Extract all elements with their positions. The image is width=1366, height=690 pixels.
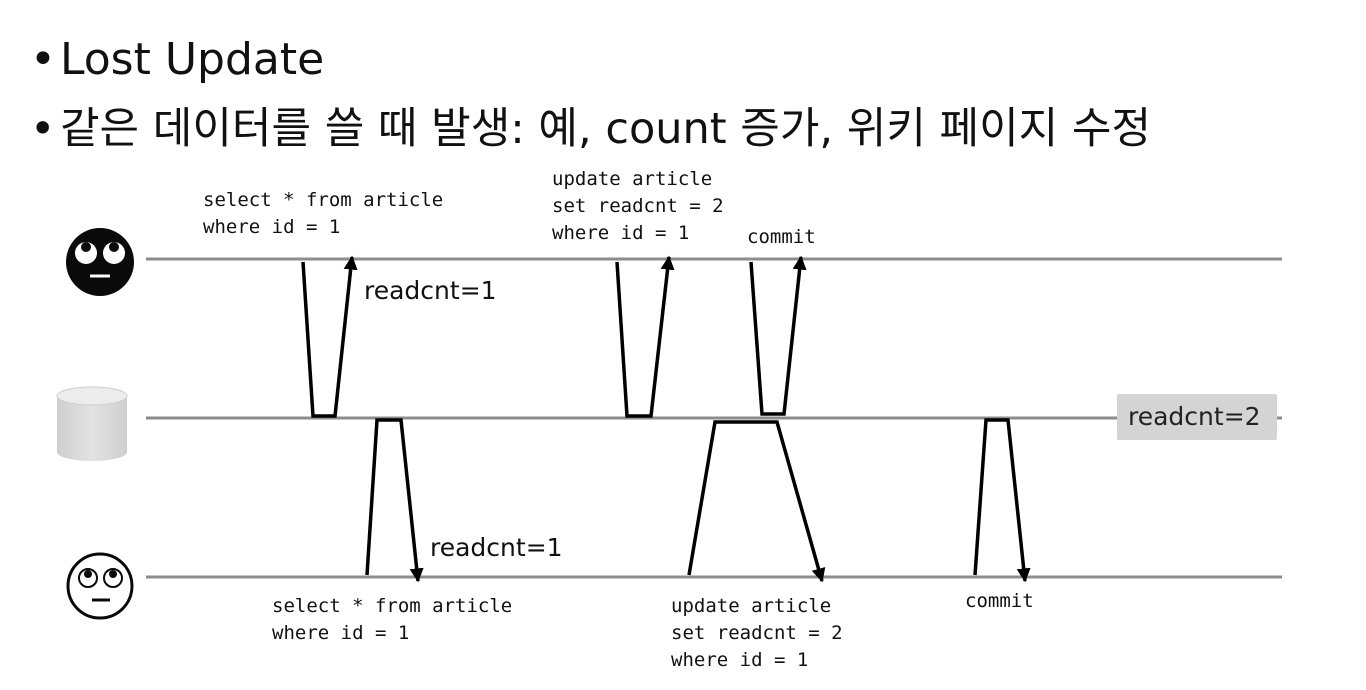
top-select-sql: select * from article where id = 1	[203, 189, 444, 238]
arrow-top-select-read	[301, 255, 358, 418]
database-state-badge: readcnt=2	[1117, 394, 1277, 440]
top-commit-label: commit	[747, 226, 816, 248]
bullet-description: •같은 데이터를 쓸 때 발생: 예, count 증가, 위키 페이지 수정	[30, 94, 1151, 156]
arrow-bottom-commit	[973, 418, 1031, 583]
bullet-text-description: 같은 데이터를 쓸 때 발생: 예, count 증가, 위키 페이지 수정	[60, 104, 1152, 154]
bullet-marker: •	[30, 34, 56, 85]
arrow-top-commit	[749, 255, 807, 416]
top-read-result: readcnt=1	[364, 276, 497, 305]
top-update-sql: update article set readcnt = 2 where id …	[552, 168, 724, 244]
bullet-lost-update: •Lost Update	[30, 34, 324, 85]
bullet-text-title: Lost Update	[60, 34, 325, 85]
bottom-commit-label: commit	[965, 590, 1034, 612]
rolling-eyes-dark-face-icon	[66, 228, 134, 296]
rolling-eyes-light-face-icon	[66, 552, 134, 620]
database-cylinder-icon	[56, 386, 128, 461]
bottom-read-result: readcnt=1	[430, 533, 563, 562]
bullet-marker: •	[30, 104, 56, 154]
arrow-top-update-write	[615, 255, 675, 418]
bottom-select-sql: select * from article where id = 1	[272, 595, 513, 644]
arrow-bottom-select-read	[365, 418, 424, 583]
bottom-update-sql: update article set readcnt = 2 where id …	[671, 595, 843, 671]
arrow-bottom-update-write	[687, 420, 826, 583]
